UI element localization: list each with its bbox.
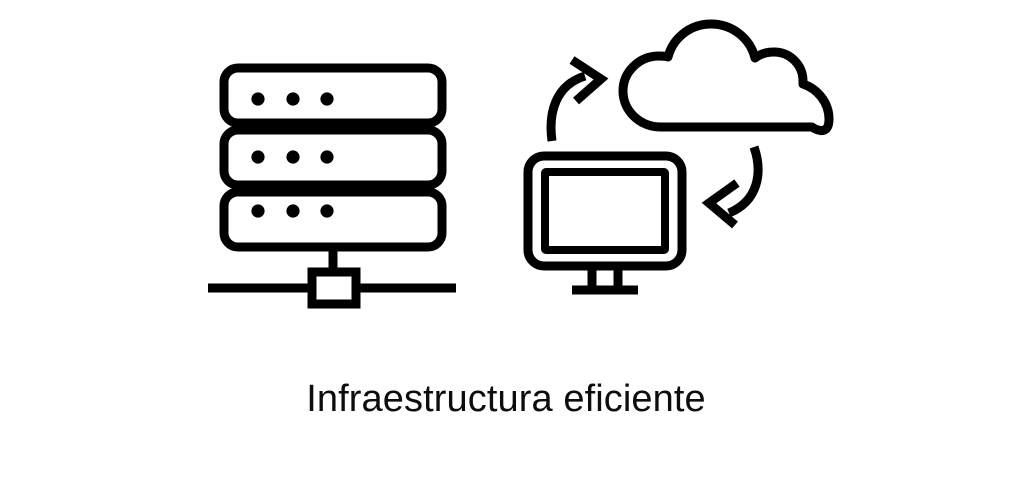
network-connector-box-icon <box>307 267 361 309</box>
rack-unit-top-leds-icon <box>251 92 334 106</box>
arrow-up-to-cloud-head-icon <box>569 56 609 105</box>
rack-unit-middle-leds-icon <box>251 150 334 164</box>
arrow-down-to-monitor-head-icon <box>701 179 740 229</box>
server-rack-group <box>208 63 456 309</box>
caption-text: Infraestructura eficiente <box>306 378 706 420</box>
cloud-icon <box>618 19 834 135</box>
monitor-screen-icon <box>541 168 669 254</box>
arrow-up-to-cloud-icon <box>546 71 587 142</box>
cloud-sync-group <box>523 19 834 295</box>
rack-unit-bottom-leds-icon <box>251 204 334 218</box>
rack-unit-middle-icon <box>219 125 447 190</box>
rack-unit-bottom-icon <box>219 187 447 252</box>
monitor-stand-legs-icon <box>587 266 623 288</box>
rack-unit-top-icon <box>219 63 447 128</box>
monitor-frame-icon <box>523 151 687 271</box>
arrow-down-to-monitor-icon <box>727 145 763 218</box>
illustration-canvas <box>208 19 834 309</box>
